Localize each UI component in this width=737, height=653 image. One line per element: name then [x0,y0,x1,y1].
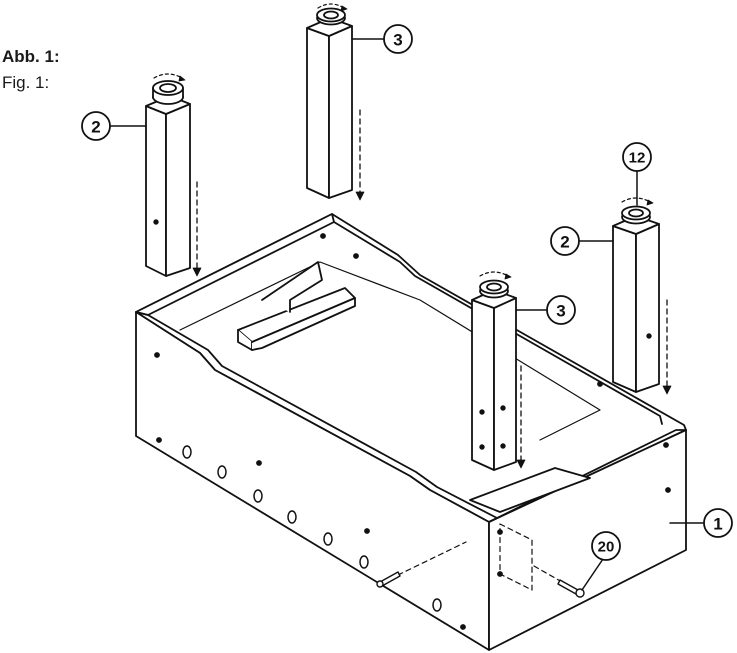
leg-right [612,197,672,395]
figure-caption: Abb. 1: Fig. 1: [2,44,60,96]
leg-back-left [306,3,365,201]
caption-german: Abb. 1: [2,47,60,66]
callout-leg-right: 2 [560,233,569,252]
screw-left [376,571,401,588]
callout-leg-back-left: 3 [393,31,402,50]
screw-right [557,579,585,598]
leg-front-left [145,73,202,277]
callout-leg-cap: 12 [629,150,646,167]
frame-box [135,213,687,651]
caption-english: Fig. 1: [2,73,50,92]
leg-center [471,271,526,471]
callout-screw: 20 [598,539,615,556]
callout-leg-front-left: 2 [91,118,100,137]
callout-leg-center: 3 [556,302,565,321]
callout-frame: 1 [713,515,722,534]
